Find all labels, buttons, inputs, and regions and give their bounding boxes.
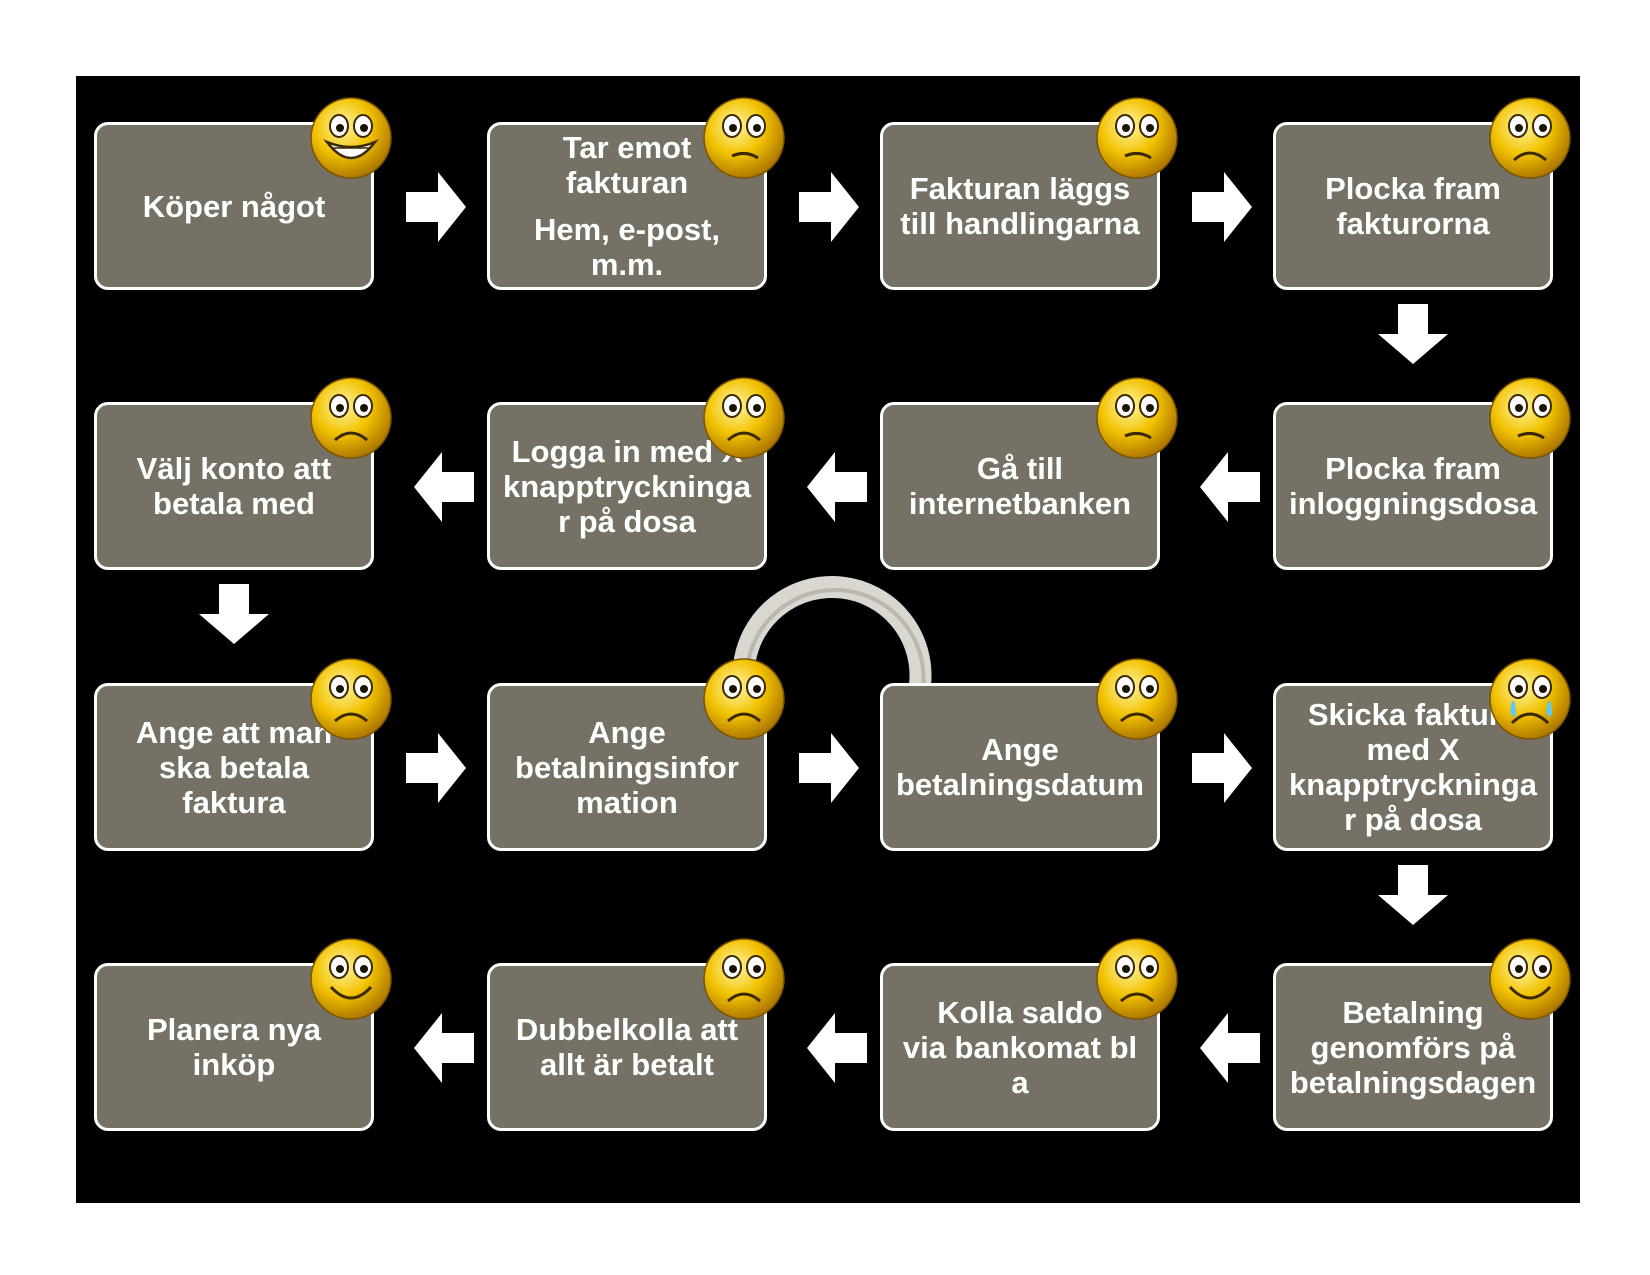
right-arrow-icon [406,172,466,242]
loop-back-arrow [733,576,932,689]
step-label: Tar emot fakturan [562,130,692,200]
right-arrow-icon [1192,172,1252,242]
step-label: Ange betalningsinfor mation [515,714,739,820]
step-label: Plocka fram fakturorna [1325,171,1501,241]
uneasy-face-icon [1096,377,1178,459]
left-arrow-icon [807,452,867,522]
step-label: Plocka fram inloggningsdosa [1289,451,1537,521]
down-arrow-icon [1378,304,1448,364]
frown-face-icon [703,377,785,459]
uneasy-face-icon [703,97,785,179]
frown-face-icon [703,658,785,740]
smile-face-icon [310,938,392,1020]
crying-face-icon [1489,658,1571,740]
left-arrow-icon [807,1013,867,1083]
right-arrow-icon [1192,733,1252,803]
down-arrow-icon [1378,865,1448,925]
frown-face-icon [1489,97,1571,179]
left-arrow-icon [414,1013,474,1083]
frown-face-icon [310,658,392,740]
right-arrow-icon [799,172,859,242]
frown-face-icon [703,938,785,1020]
step-box-5: Plocka fram inloggningsdosa [1273,402,1553,570]
down-arrow-icon [199,584,269,644]
uneasy-face-icon [1096,97,1178,179]
step-sublabel: Hem, e-post, m.m. [533,212,721,282]
frown-face-icon [1096,658,1178,740]
right-arrow-icon [799,733,859,803]
step-label: Fakturan läggs till handlingarna [900,171,1140,241]
step-label: Skicka faktura med X knapptryckninga r p… [1288,697,1538,837]
step-label: Dubbelkolla att allt är betalt [515,1012,739,1082]
step-label: Köper något [142,188,326,224]
step-box-15: Dubbelkolla att allt är betalt [487,963,767,1131]
left-arrow-icon [1200,1013,1260,1083]
left-arrow-icon [414,452,474,522]
grin-icon [310,97,392,179]
right-arrow-icon [406,733,466,803]
smile-face-icon [1489,938,1571,1020]
step-label: Välj konto att betala med [136,451,332,521]
step-label: Gå till internetbanken [908,451,1132,521]
step-label: Kolla saldo via bankomat bl a [902,994,1138,1100]
step-label: Ange betalningsdatum [895,732,1144,802]
step-box-4: Plocka fram fakturorna [1273,122,1553,290]
step-label: Logga in med X knapptryckninga r på dosa [502,433,752,539]
step-label: Ange att man ska betala faktura [135,714,333,820]
uneasy-face-icon [1489,377,1571,459]
frown-face-icon [310,377,392,459]
step-label: Betalning genomförs på betalningsdagen [1289,994,1537,1100]
step-label: Planera nya inköp [146,1012,322,1082]
frown-face-icon [1096,938,1178,1020]
left-arrow-icon [1200,452,1260,522]
